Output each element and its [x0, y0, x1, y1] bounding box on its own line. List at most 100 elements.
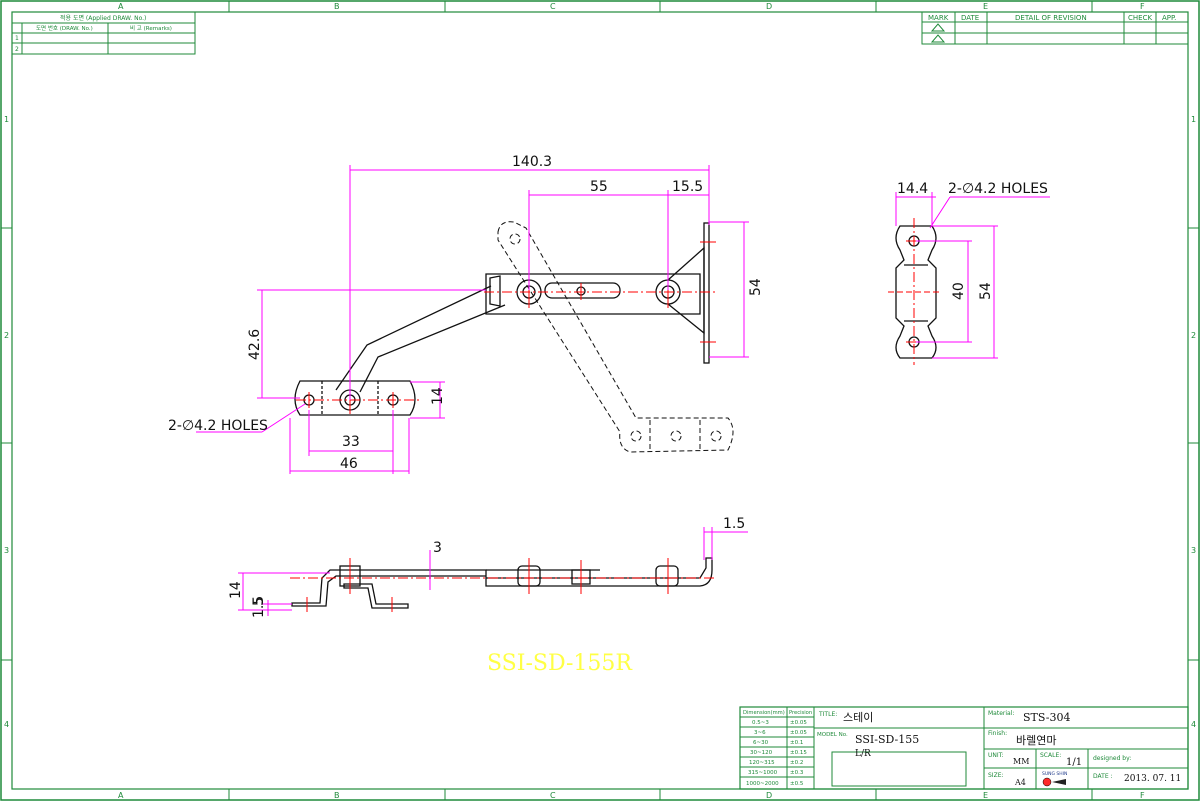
zone-right-3: 3 [1191, 546, 1196, 555]
size-value: A4 [1014, 778, 1026, 787]
zone-right-4: 4 [1191, 720, 1196, 729]
applied-drawing-table: 적용 도면 (Applied DRAW. No.) 도면 번호 (DRAW. N… [11, 11, 196, 55]
revision-header-date: DATE [961, 14, 979, 22]
revision-header-check: CHECK [1128, 14, 1152, 22]
dimension-lines [196, 165, 749, 474]
dim-5: 5 [251, 597, 267, 606]
scale-value: 1/1 [1066, 757, 1082, 768]
dim-14-base: 14 [430, 387, 446, 405]
dim-140-3: 140.3 [512, 154, 552, 170]
part-label: SSI-SD-155R [487, 651, 633, 676]
inner-border [11, 11, 1189, 790]
zone-bottom-b: B [334, 791, 340, 800]
tol-row-prec: ±0.05 [790, 730, 807, 736]
dim-1-5: 1.5 [723, 516, 745, 532]
finish-value: 바렐연마 [1016, 734, 1056, 747]
applied-table-row-1: 1 [15, 35, 19, 42]
applied-table-col2: 비 고 (Remarks) [130, 24, 172, 32]
model-label: MODEL No. [817, 732, 848, 738]
tol-row-dim: 120~315 [749, 760, 775, 766]
tol-row-prec: ±0.15 [790, 750, 807, 756]
title-value: 스테이 [843, 711, 873, 724]
tol-row-prec: ±0.1 [790, 740, 803, 746]
model-sub: L/R [855, 749, 871, 759]
center-lines [296, 241, 716, 414]
applied-table-row-2: 2 [15, 46, 19, 53]
tol-header-precision: Precision [789, 710, 812, 716]
zone-top-b: B [334, 2, 340, 11]
designed-label: designed by: [1093, 755, 1131, 762]
title-block: Dimension(mm) Precision 0.5~3 ±0.05 3~6 ±0… [739, 706, 1189, 790]
tol-row-dim: 30~120 [750, 750, 773, 756]
tol-row-dim: 315~1000 [748, 770, 778, 776]
zone-bottom-a: A [118, 791, 124, 800]
dim-14-side: 14 [228, 581, 244, 599]
dim-33: 33 [342, 434, 360, 450]
revision-header-mark: MARK [928, 14, 949, 22]
dim-holes-right: 2-∅4.2 HOLES [948, 181, 1048, 197]
revision-triangle-icon [930, 34, 946, 43]
size-label: SIZE: [988, 772, 1004, 779]
zone-top-c: C [550, 2, 556, 11]
zone-left-1: 1 [4, 115, 9, 124]
zone-right-1: 1 [1191, 115, 1196, 124]
tol-row-dim: 0.5~3 [752, 720, 769, 726]
material-label: Material: [988, 710, 1014, 717]
revision-header-app: APP. [1162, 14, 1176, 22]
tol-row-dim: 1000~2000 [746, 781, 779, 787]
tol-row-dim: 6~30 [753, 740, 769, 746]
dim-3: 3 [433, 540, 442, 556]
dimension-texts: 140.3 55 15.5 54 42.6 14 2-∅4.2 HOLES 33… [168, 154, 764, 472]
zone-bottom-f: F [1140, 791, 1145, 800]
dim-15-5: 15.5 [672, 179, 703, 195]
dim-40: 40 [951, 282, 967, 300]
tol-header-dimension: Dimension(mm) [743, 710, 785, 716]
phantom-arm [497, 221, 734, 453]
tol-row-prec: ±0.2 [790, 760, 803, 766]
zone-left-2: 2 [4, 331, 9, 340]
zone-bottom-d: D [766, 791, 772, 800]
revision-table: MARK DATE DETAIL OF REVISION CHECK APP. [921, 11, 1189, 45]
unit-value: MM [1013, 757, 1029, 766]
tol-row-prec: ±0.05 [790, 720, 807, 726]
zone-top-d: D [766, 2, 772, 11]
revision-triangle-icon [930, 23, 946, 32]
revision-header-detail: DETAIL OF REVISION [1015, 14, 1087, 22]
tol-row-dim: 3~6 [754, 730, 766, 736]
dim-42-6: 42.6 [247, 329, 263, 360]
finish-label: Finish: [988, 730, 1007, 737]
zone-top-a: A [118, 2, 124, 11]
side-view: 14.4 2-∅4.2 HOLES 40 54 [888, 181, 1050, 365]
dim-46: 46 [340, 456, 358, 472]
dim-54-side: 54 [978, 282, 994, 300]
zone-left-4: 4 [4, 720, 9, 729]
title-label: TITLE: [818, 711, 837, 718]
zone-labels: A B C D E F A B C D E F 1 2 3 4 1 2 3 4 [4, 2, 1196, 800]
company-logo: SUNG SHIN [1042, 771, 1067, 787]
tol-row-prec: ±0.5 [790, 781, 804, 787]
applied-table-title: 적용 도면 (Applied DRAW. No.) [60, 14, 146, 22]
zone-top-f: F [1140, 2, 1145, 11]
unit-label: UNIT: [988, 752, 1004, 759]
scale-label: SCALE: [1040, 752, 1061, 759]
dim-holes-left: 2-∅4.2 HOLES [168, 418, 268, 434]
dim-1-5b: 1.5 [251, 596, 267, 618]
date-label: DATE : [1093, 773, 1113, 780]
zone-top-e: E [983, 2, 988, 11]
zone-bottom-e: E [983, 791, 988, 800]
logo-text: SUNG SHIN [1042, 771, 1067, 777]
model-value: SSI-SD-155 [855, 733, 919, 746]
date-value: 2013. 07. 11 [1124, 774, 1181, 784]
dim-55: 55 [590, 179, 608, 195]
stay-arm [294, 222, 710, 416]
material-value: STS-304 [1023, 711, 1071, 724]
front-view: 3 1.5 14 1.5 5 [228, 516, 748, 618]
zone-bottom-c: C [550, 791, 556, 800]
dim-14-4: 14.4 [897, 181, 928, 197]
dim-54-main: 54 [748, 278, 764, 296]
top-view: 140.3 55 15.5 54 42.6 14 2-∅4.2 HOLES 33… [168, 154, 764, 474]
zone-right-2: 2 [1191, 331, 1196, 340]
